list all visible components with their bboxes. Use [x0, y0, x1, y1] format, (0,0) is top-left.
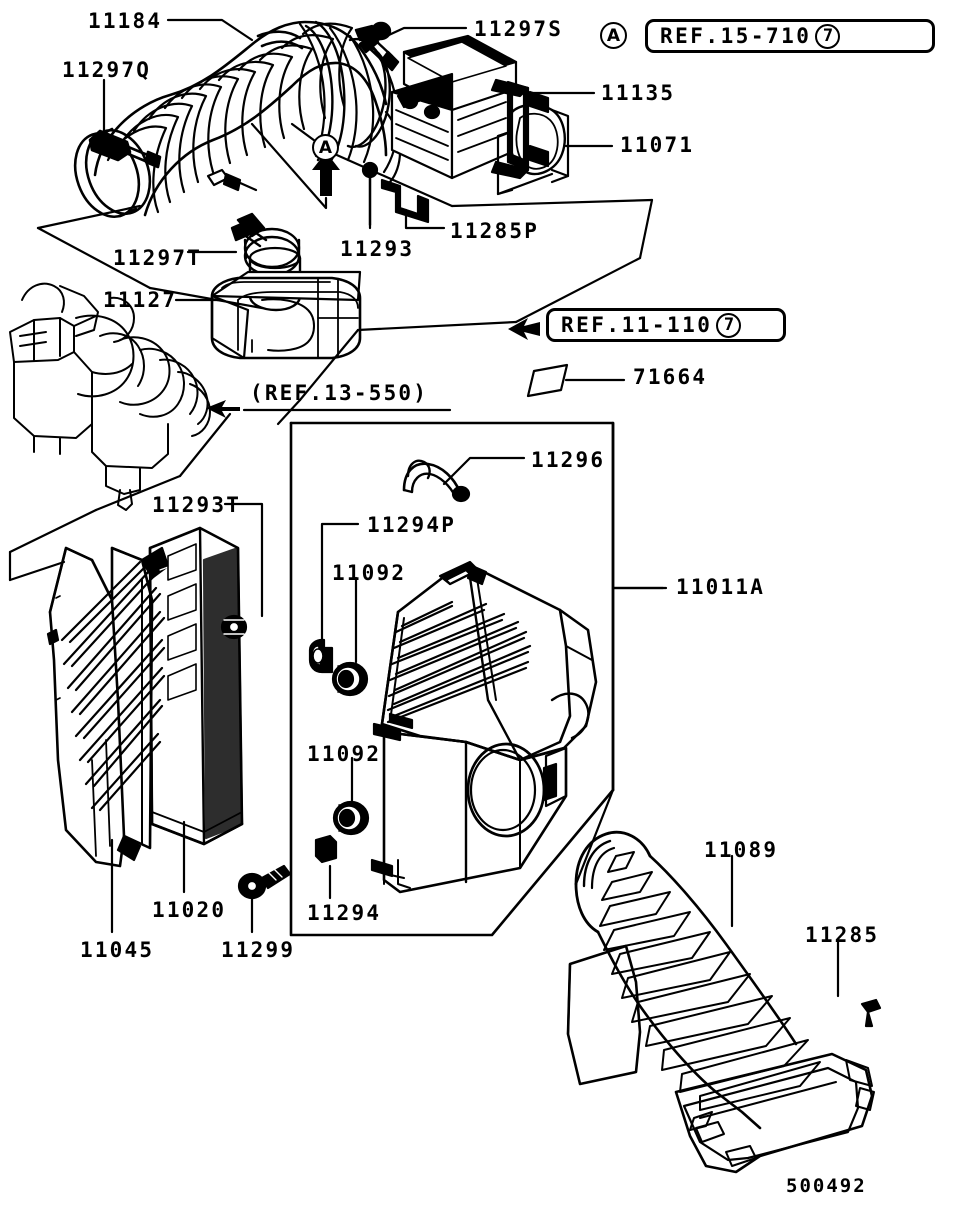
part-11297Q-clamp: [64, 121, 161, 225]
section-a-leader: [252, 124, 326, 208]
part-11293T-nut: [222, 616, 246, 638]
part-11294-plug: [316, 836, 336, 862]
part-11285P-bracket: [382, 180, 428, 222]
part-11089-air-duct: [568, 832, 874, 1172]
part-11294P-grommet: [310, 640, 332, 672]
part-11285-screw: [862, 1000, 880, 1026]
part-label-11293[interactable]: 11293: [340, 237, 415, 261]
part-label-11071[interactable]: 11071: [620, 133, 695, 157]
reference-box-15-710-text: REF.15-710: [660, 24, 812, 48]
part-label-11285[interactable]: 11285: [805, 923, 880, 947]
part-11092-grommet-upper: [333, 663, 367, 695]
part-label-11184[interactable]: 11184: [88, 9, 163, 33]
part-11135-air-flow-meter: [392, 36, 548, 178]
part-11299-screw: [239, 866, 290, 898]
part-label-11297Q[interactable]: 11297Q: [62, 58, 152, 82]
part-11020-air-filter-element: [150, 528, 242, 844]
ref-13-550-arrow: [206, 400, 240, 418]
part-11297S-clamp: [348, 23, 398, 147]
part-label-11293T[interactable]: 11293T: [152, 493, 242, 517]
assembly-grouping-lines: [10, 124, 652, 884]
reference-box-11-110-text: REF.11-110: [561, 313, 713, 337]
part-11296-clip: [404, 461, 469, 501]
ref-11-110-arrow: [508, 318, 540, 340]
leader-lines: [104, 20, 838, 996]
reference-box-11-110[interactable]: REF.11-110 7: [546, 308, 786, 342]
part-label-11294[interactable]: 11294: [307, 901, 382, 925]
part-label-11294P[interactable]: 11294P: [367, 513, 457, 537]
part-11092-grommet-lower: [334, 802, 368, 834]
reference-box-15-710[interactable]: REF.15-710 7: [645, 19, 935, 53]
part-label-11092-lower[interactable]: 11092: [307, 742, 382, 766]
part-label-11089[interactable]: 11089: [704, 838, 779, 862]
part-11045-air-cleaner-cover: [48, 548, 168, 866]
hose-mid-clamp: [258, 32, 302, 48]
part-71664-pad: [528, 365, 567, 396]
reference-box-11-110-number: 7: [716, 312, 742, 338]
part-11011A-air-cleaner-body: [372, 562, 596, 892]
section-marker-a-icon: A: [312, 134, 339, 161]
hose-nipple: [208, 170, 256, 190]
part-label-11297S[interactable]: 11297S: [474, 17, 564, 41]
part-label-11297T[interactable]: 11297T: [113, 246, 203, 270]
ref-marker-a-icon: A: [600, 22, 627, 49]
part-label-11296[interactable]: 11296: [531, 448, 606, 472]
section-a-arrow: [312, 152, 340, 196]
part-label-71664[interactable]: 71664: [633, 365, 708, 389]
assembly-11011A-box: [291, 423, 613, 935]
ref-13-550-throttle-body: [10, 284, 210, 510]
part-11127-resonator: [212, 248, 360, 358]
part-label-11011A[interactable]: 11011A: [676, 575, 766, 599]
reference-box-15-710-number: 7: [815, 23, 841, 49]
reference-13-550-text[interactable]: (REF.13-550): [250, 381, 429, 405]
part-11071-gasket: [498, 105, 568, 194]
drawing-number: 500492: [786, 1175, 867, 1197]
part-label-11092-upper[interactable]: 11092: [332, 561, 407, 585]
part-label-11135[interactable]: 11135: [601, 81, 676, 105]
part-label-11127[interactable]: 11127: [103, 288, 178, 312]
part-label-11285P[interactable]: 11285P: [450, 219, 540, 243]
part-label-11045[interactable]: 11045: [80, 938, 155, 962]
part-label-11299[interactable]: 11299: [221, 938, 296, 962]
part-label-11020[interactable]: 11020: [152, 898, 227, 922]
